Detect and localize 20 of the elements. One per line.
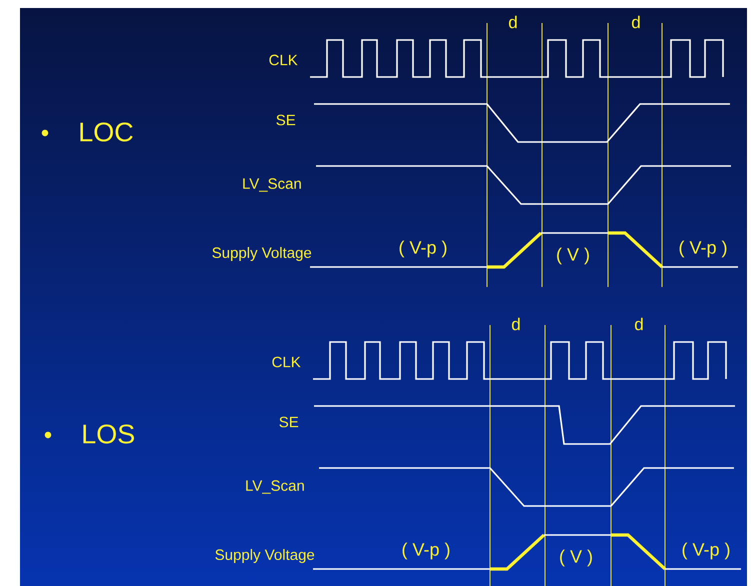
- signal-name: SE: [279, 416, 298, 428]
- heading: LOC: [80, 122, 133, 142]
- voltage-label: ( V-p ): [680, 240, 726, 258]
- delay-label: d: [635, 318, 643, 330]
- delay-label: d: [632, 16, 640, 28]
- heading: LOS: [83, 424, 134, 444]
- signal-name: CLK: [269, 54, 298, 66]
- delay-label: d: [509, 16, 517, 28]
- signal-name: LV_Scan: [246, 480, 304, 494]
- delay-label: d: [512, 318, 520, 330]
- signal-name: SE: [276, 114, 296, 126]
- voltage-label: ( V-p ): [402, 542, 450, 560]
- signal-name: Supply Voltage: [215, 549, 314, 563]
- signal-name: LV_Scan: [243, 178, 301, 192]
- voltage-label: ( V-p ): [682, 542, 730, 560]
- voltage-label: ( V-p ): [400, 240, 446, 258]
- voltage-label: ( V ): [557, 248, 589, 264]
- signal-name: Supply Voltage: [212, 247, 312, 261]
- voltage-label: ( V ): [560, 550, 592, 566]
- signal-name: CLK: [272, 356, 301, 368]
